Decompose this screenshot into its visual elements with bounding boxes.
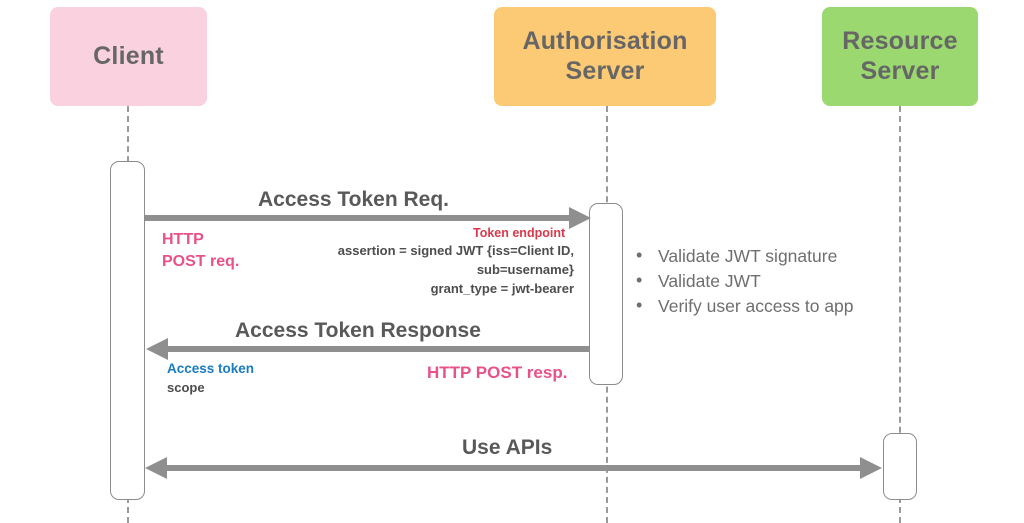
note-token-endpoint: Token endpoint [473, 226, 566, 240]
actor-box-client[interactable]: Client [50, 7, 207, 106]
note-assertion-payload: assertion = signed JWT {iss=Client ID, s… [318, 242, 574, 299]
arrow-head-right-icon [860, 457, 882, 479]
note-http-post-response: HTTP POST resp. [427, 363, 568, 382]
arrow-head-right-icon [569, 207, 591, 229]
note-scope-label: scope [167, 379, 205, 395]
validation-steps-list: Validate JWT signature Validate JWT Veri… [634, 243, 870, 319]
note-access-token-label: Access token [167, 361, 255, 376]
activation-bar-authorisation-server [589, 203, 623, 385]
activation-bar-client [110, 161, 145, 500]
actor-label-client: Client [93, 41, 164, 70]
note-access-token: Access token scope [167, 359, 254, 397]
message-label-access-token-response: Access Token Response [235, 319, 481, 342]
list-item: Validate JWT signature [634, 243, 870, 269]
arrow-head-left-icon [145, 457, 167, 479]
arrow-head-left-icon [146, 338, 168, 360]
message-arrow-use-apis [167, 465, 863, 471]
actor-label-resource-server: Resource Server [842, 27, 958, 85]
note-http-post-request-line1: HTTP [162, 231, 204, 248]
lifeline-resource-server [899, 106, 901, 523]
note-http-post-request: HTTP POST req. [162, 229, 239, 272]
note-assertion-line1: assertion = signed JWT {iss=Client ID, [337, 243, 574, 258]
message-arrow-access-token-response [168, 346, 589, 352]
list-item: Validate JWT [634, 268, 870, 294]
actor-box-resource-server[interactable]: Resource Server [822, 7, 978, 106]
list-item: Verify user access to app [634, 293, 870, 319]
note-assertion-line3: grant_type = jwt-bearer [430, 280, 574, 296]
message-label-access-token-request: Access Token Req. [258, 188, 450, 211]
activation-bar-resource-server [883, 433, 917, 500]
actor-label-authorisation-server: Authorisation Server [522, 27, 688, 85]
message-label-use-apis: Use APIs [462, 436, 553, 459]
note-assertion-line2: sub=username} [476, 261, 574, 277]
actor-box-authorisation-server[interactable]: Authorisation Server [494, 7, 716, 106]
message-arrow-access-token-request [145, 215, 573, 221]
note-http-post-request-line2: POST req. [162, 252, 240, 270]
